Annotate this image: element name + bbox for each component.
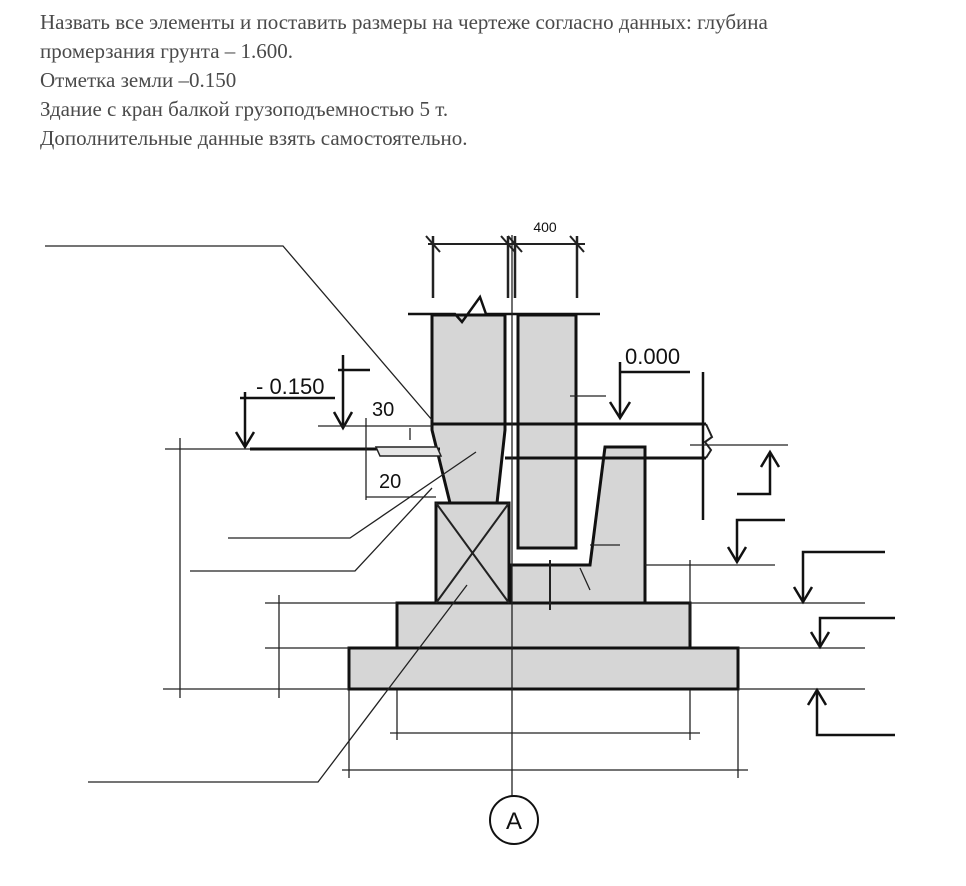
right-arrow-3-head: [792, 586, 814, 605]
dim-top-tick-4: [569, 235, 585, 253]
dim-top-tick-2: [500, 235, 516, 253]
dim-top-tick-3: [507, 235, 523, 253]
dim-top-tick-1: [425, 235, 441, 253]
level-floor-label: 0.000: [625, 344, 680, 369]
right-arrow-3: [801, 550, 885, 602]
footing-slab-lower: [347, 646, 740, 691]
task-text: Назвать все элементы и поставить размеры…: [40, 8, 940, 153]
task-line-3: Отметка земли –0.150: [40, 68, 237, 92]
floor-edge: [703, 423, 714, 459]
right-arrow-4: [818, 616, 895, 647]
level-ground-label: - 0.150: [256, 374, 325, 399]
column: [516, 313, 578, 550]
beam-cross-2: [435, 502, 510, 604]
dim-30-label: 30: [372, 399, 394, 421]
level-ground-arrow: [234, 431, 256, 450]
leader-4: [88, 584, 468, 783]
level-ground-arrow-2: [332, 411, 354, 431]
task-line-2: промерзания грунта – 1.600.: [40, 39, 294, 63]
task-line-5: Дополнительные данные взять самостоятель…: [40, 126, 468, 150]
ped-dim-3: [579, 567, 591, 591]
right-arrow-4-head: [809, 631, 831, 650]
level-floor-arrow: [608, 401, 632, 421]
right-arrow-2-head: [726, 546, 748, 565]
axis-marker: [489, 795, 539, 845]
right-arrow-1-head: [759, 449, 781, 468]
dim-top-label: 400: [533, 219, 557, 235]
right-arrow-2: [735, 518, 785, 562]
dim-20-label: 20: [379, 471, 401, 493]
task-line-1: Назвать все элементы и поставить размеры…: [40, 10, 768, 34]
right-arrow-5-head: [806, 687, 828, 706]
right-arrow-5: [815, 690, 895, 737]
break-line: [408, 294, 600, 325]
footing-slab-upper: [395, 601, 692, 650]
leader-1: [45, 245, 433, 421]
leader-2: [228, 451, 477, 539]
right-arrow-1: [737, 452, 772, 496]
axis-label: А: [506, 808, 522, 835]
blind-area: [374, 446, 443, 457]
task-line-4: Здание с кран балкой грузоподъемностью 5…: [40, 97, 449, 121]
leader-3: [190, 487, 433, 572]
